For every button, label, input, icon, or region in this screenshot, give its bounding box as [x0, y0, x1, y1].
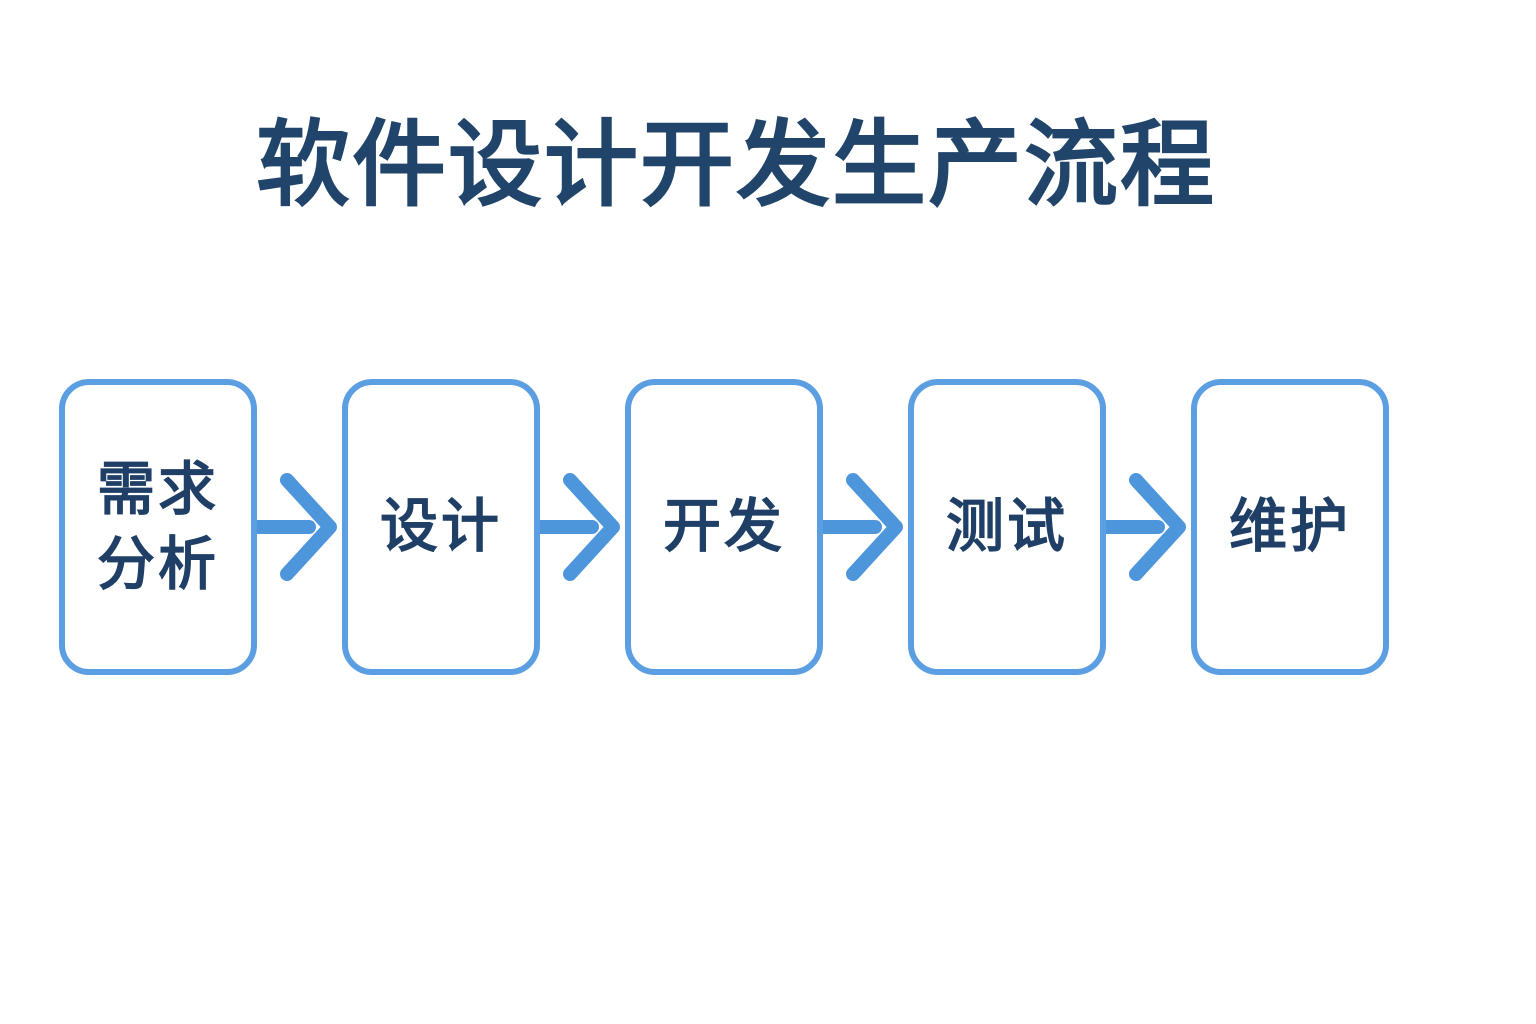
arrow-right-icon [1106, 473, 1186, 581]
page-title: 软件设计开发生产流程 [255, 112, 1216, 217]
connector-arrow-1 [257, 379, 342, 675]
arrow-right-icon [540, 473, 620, 581]
flow-step-label: 设计 [379, 494, 502, 560]
flow-step-requirements-analysis: 需求 分析 [59, 379, 257, 675]
connector-arrow-3 [823, 379, 908, 675]
flow-step-label: 需求 分析 [96, 456, 219, 597]
connector-arrow-4 [1106, 379, 1191, 675]
connector-arrow-2 [540, 379, 625, 675]
flow-step-maintenance: 维护 [1191, 379, 1389, 675]
flow-step-design: 设计 [342, 379, 540, 675]
flow-step-testing: 测试 [908, 379, 1106, 675]
flow-step-label: 开发 [662, 494, 785, 560]
arrow-right-icon [823, 473, 903, 581]
flow-step-label: 维护 [1228, 494, 1351, 560]
flow-row: 需求 分析 设计 开发 测试 [59, 379, 1389, 675]
arrow-right-icon [257, 473, 337, 581]
flow-step-label: 测试 [945, 494, 1068, 560]
flow-step-development: 开发 [625, 379, 823, 675]
